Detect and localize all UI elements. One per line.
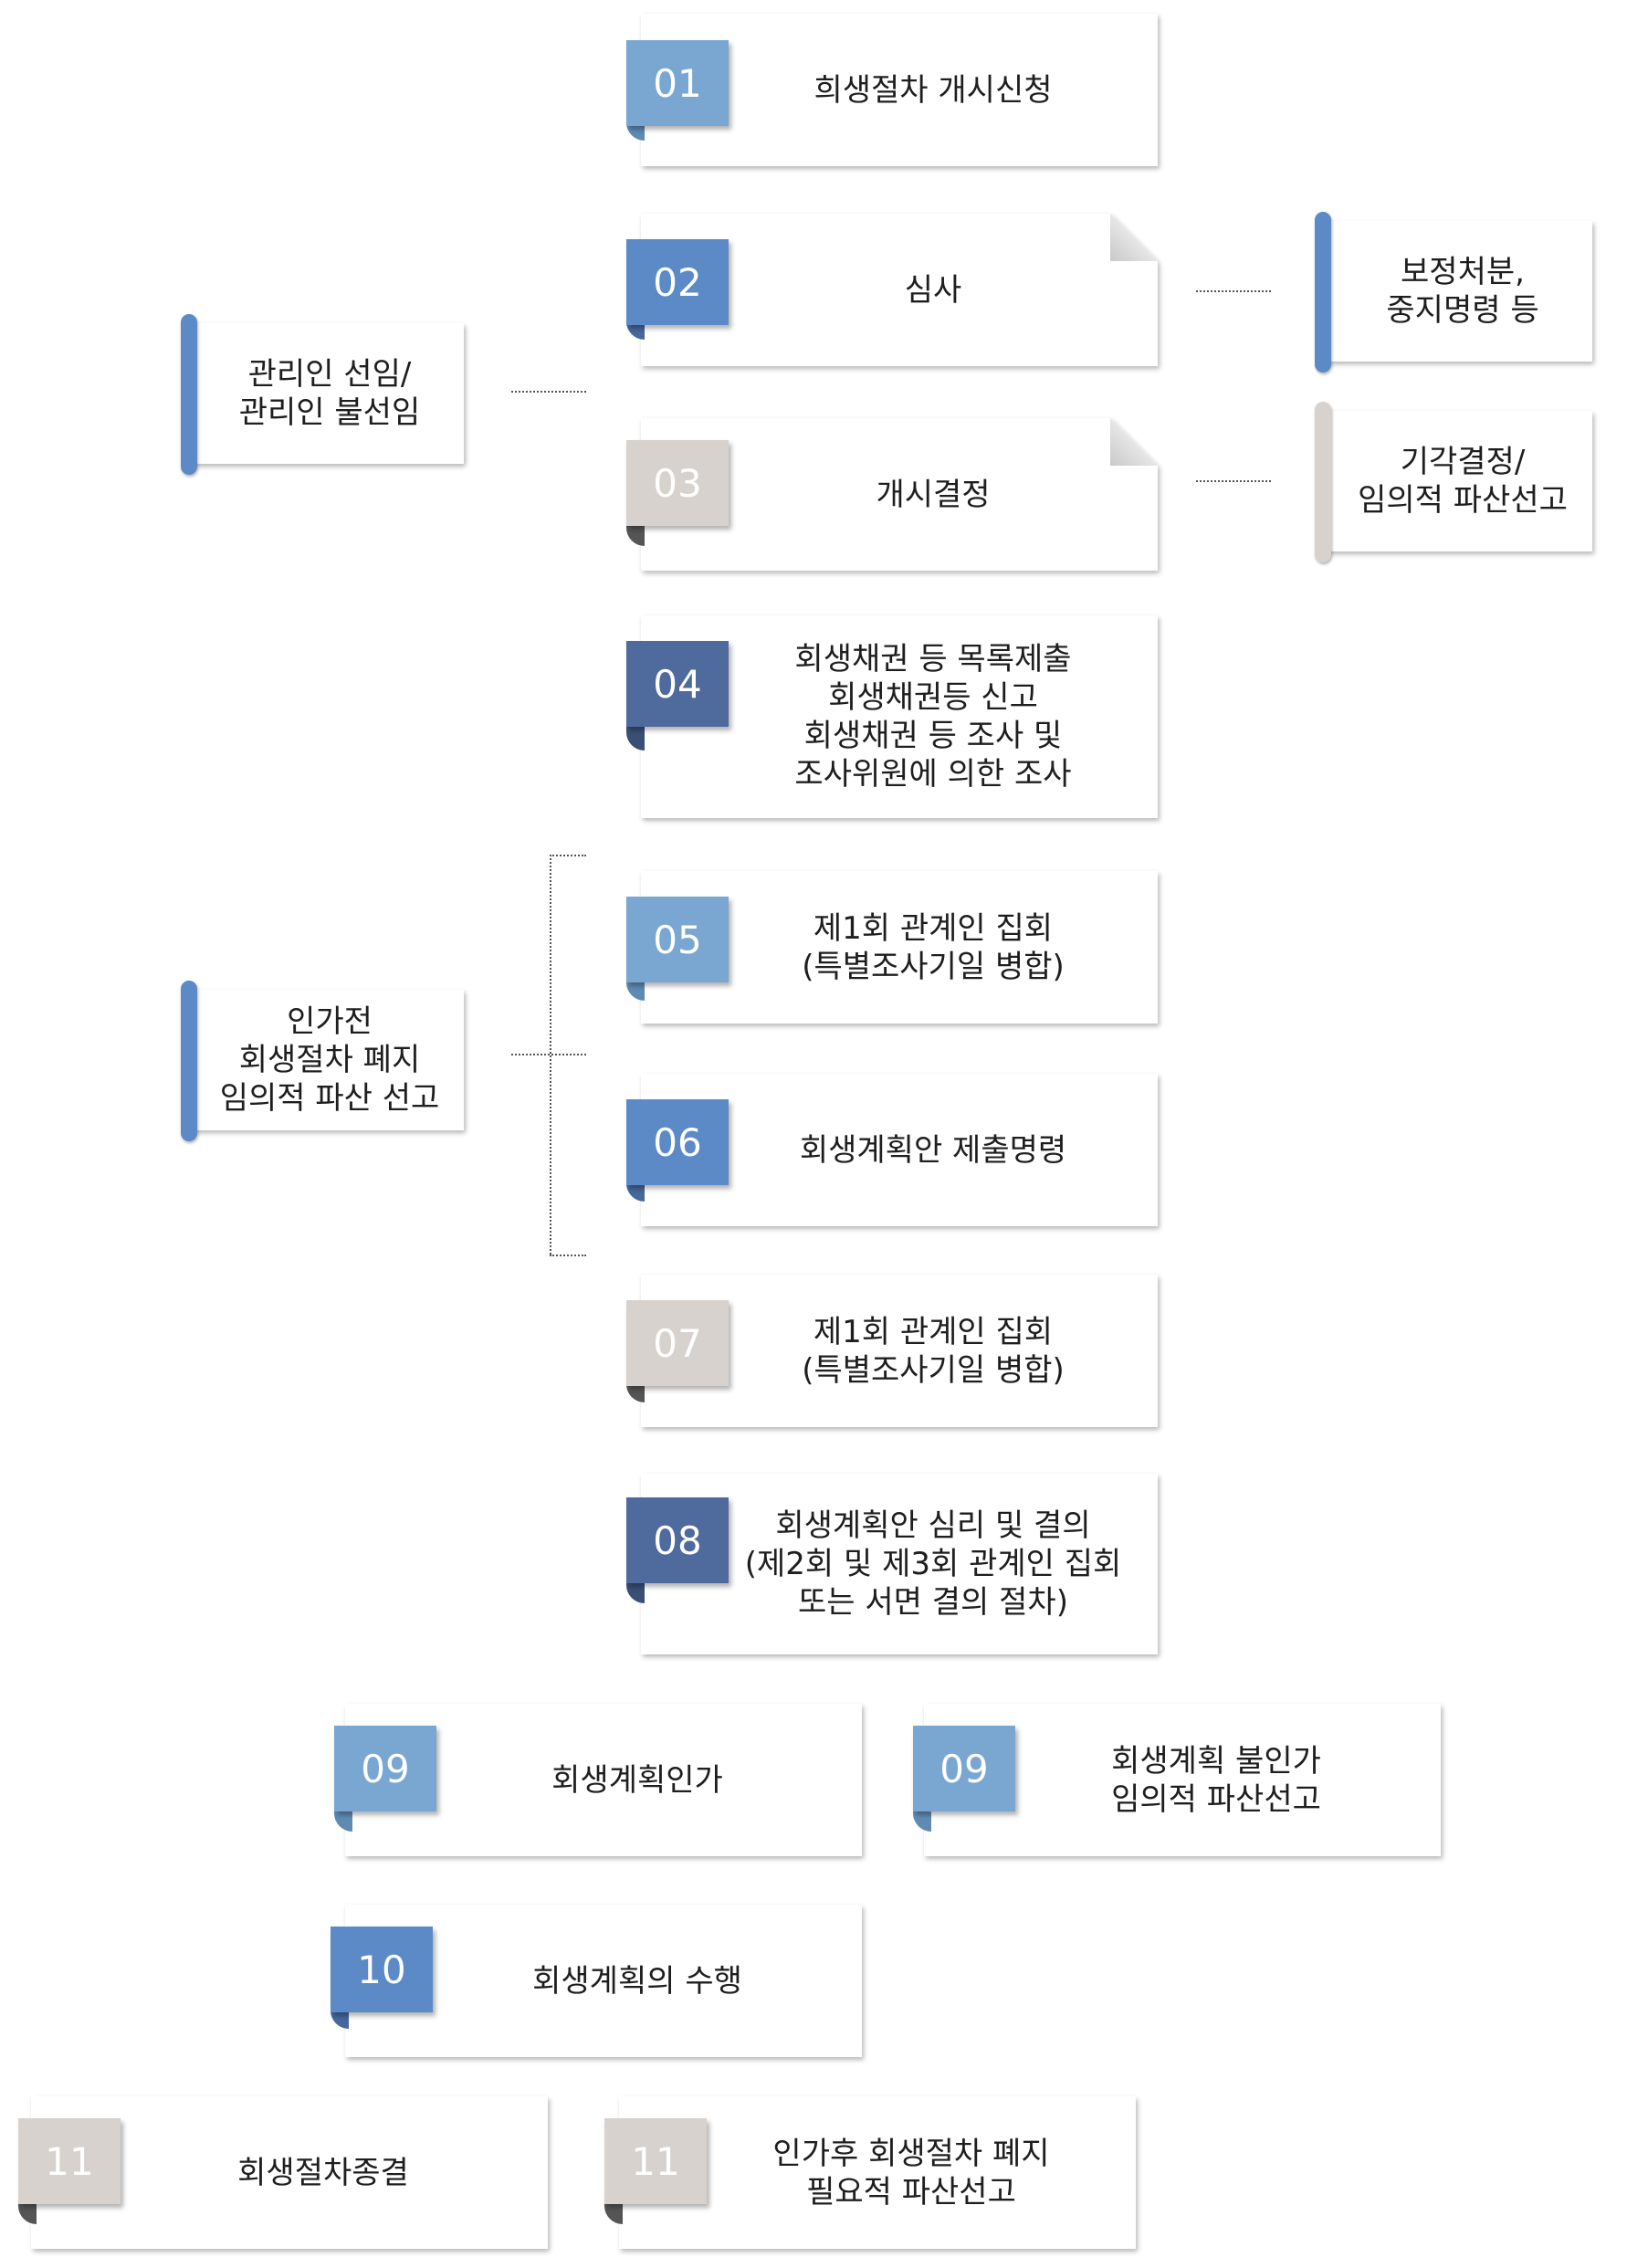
connector-bracket-top [550, 855, 586, 856]
step-11b-badge-curl [604, 2200, 623, 2224]
step-02-label: 심사 [904, 271, 962, 309]
step-08-badge-curl [626, 1580, 645, 1603]
step-04-badge-curl [626, 727, 645, 751]
step-11b-label: 인가후 회생절차 폐지 필요적 파산선고 [772, 2135, 1050, 2210]
step-10-badge: 10 [331, 1927, 433, 2012]
side-manager-bar [181, 314, 197, 475]
step-09b-label: 회생계획 불인가 임의적 파산선고 [1111, 1742, 1321, 1818]
step-02-badge: 02 [626, 239, 729, 325]
folded-corner [1110, 418, 1158, 466]
step-08-badge: 08 [626, 1497, 729, 1583]
side-dismissal-label: 기각결정/ 임의적 파산선고 [1358, 444, 1568, 519]
step-11a-badge: 11 [18, 2118, 121, 2204]
step-06-badge: 06 [626, 1099, 729, 1185]
step-08-label: 회생계획안 심리 및 결의 (제2회 및 제3회 관계인 집회 또는 서면 결의… [744, 1507, 1122, 1621]
side-dismissal-bar [1315, 402, 1331, 562]
side-correction-bar [1315, 212, 1331, 373]
connector-bracket-middle [511, 1054, 586, 1055]
step-01-badge: 01 [626, 40, 729, 126]
step-06-label: 회생계획안 제출명령 [799, 1131, 1067, 1169]
side-manager-box [190, 323, 464, 464]
folded-corner [1110, 214, 1158, 261]
step-03-label: 개시결정 [876, 476, 991, 513]
connector-bracket-bottom [550, 1255, 586, 1256]
connector-manager [511, 391, 586, 393]
step-07-label: 제1회 관계인 집회 (특별조사기일 병합) [802, 1313, 1065, 1389]
step-04-label: 회생채권 등 목록제출 회생채권등 신고 회생채권 등 조사 및 조사위원에 의… [794, 641, 1072, 793]
step-11b-badge: 11 [604, 2118, 707, 2204]
step-09a-badge-curl [334, 1808, 352, 1832]
step-09b-badge-curl [913, 1808, 931, 1832]
step-05-label: 제1회 관계인 집회 (특별조사기일 병합) [802, 909, 1065, 985]
side-correction-label: 보정처분, 중지명령 등 [1386, 254, 1539, 329]
step-05-badge: 05 [626, 897, 729, 982]
side-pre-approval-bar [181, 981, 197, 1141]
step-09a-label: 회생계획인가 [551, 1761, 723, 1799]
side-correction-box [1326, 221, 1592, 362]
step-10-label: 회생계획의 수행 [532, 1962, 742, 2000]
step-03-badge: 03 [626, 440, 729, 526]
side-manager-label: 관리인 선임/ 관리인 불선임 [238, 356, 421, 431]
side-pre-approval-label: 인가전 회생절차 폐지 임의적 파산 선고 [219, 1003, 440, 1117]
step-04-badge: 04 [626, 641, 729, 727]
step-09a-badge: 09 [334, 1726, 436, 1811]
connector-dismissal [1196, 480, 1271, 482]
step-05-badge-curl [626, 977, 645, 1001]
step-09b-badge: 09 [913, 1726, 1015, 1811]
step-07-badge: 07 [626, 1300, 729, 1386]
step-11a-badge-curl [18, 2200, 37, 2224]
side-dismissal-box [1326, 411, 1592, 551]
step-03-badge-curl [626, 522, 645, 546]
step-01-label: 희생절차 개시신청 [814, 71, 1053, 109]
step-11a-label: 회생절차종결 [237, 2154, 409, 2191]
connector-correction [1196, 290, 1271, 292]
side-pre-approval-box [190, 990, 464, 1130]
